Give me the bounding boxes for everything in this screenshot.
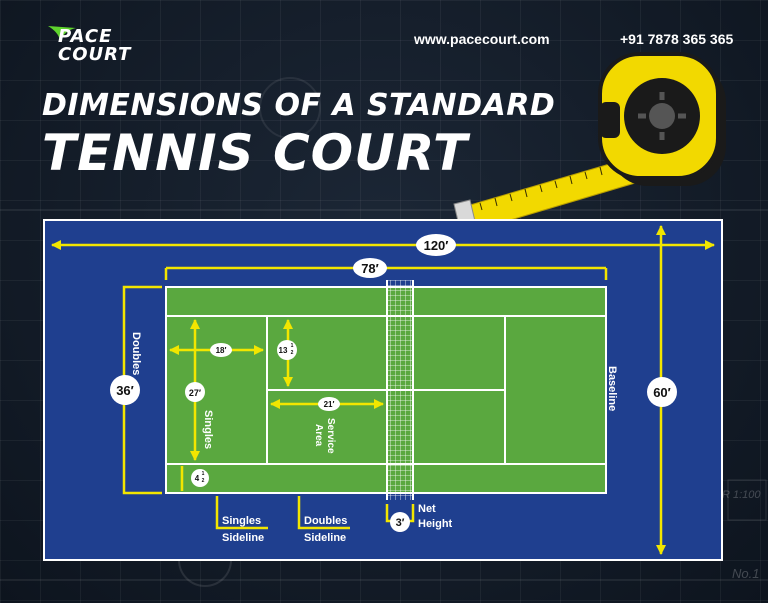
label-service-width-num: 1 xyxy=(291,343,294,349)
label-service-to-net: 21′ xyxy=(324,400,335,409)
label-baseline: Baseline xyxy=(606,366,618,411)
label-singles-sideline-1: Singles xyxy=(222,515,261,527)
label-alley-width-den: 2 xyxy=(202,478,205,484)
tape-lock-button xyxy=(600,102,620,138)
tape-center-icon xyxy=(649,103,675,129)
sheet-number-text: No.1 xyxy=(732,566,759,581)
label-doubles: Doubles xyxy=(130,332,142,375)
logo-text-top: PACE xyxy=(58,26,113,47)
label-total-length: 120′ xyxy=(424,238,449,253)
tape-ticks xyxy=(479,162,618,211)
title-line-1: DIMENSIONS OF A STANDARD xyxy=(42,88,556,123)
label-singles: Singles xyxy=(202,410,214,449)
badge-doubles-width: 36′ xyxy=(110,375,140,405)
badge-service-to-net: 21′ xyxy=(318,397,340,411)
measuring-tape-illustration xyxy=(453,52,726,239)
badge-service-width: 13 1 2 xyxy=(277,340,297,360)
tape-spokes xyxy=(638,92,686,140)
badge-total-width: 60′ xyxy=(647,377,677,407)
badge-total-length: 120′ xyxy=(416,234,456,256)
pacecourt-logo: PACE COURT xyxy=(46,24,156,70)
blueprint-circle xyxy=(259,77,321,139)
badge-alley-width: 4 1 2 xyxy=(191,469,209,487)
website-link[interactable]: www.pacecourt.com xyxy=(414,31,550,47)
pointer-singles-sideline xyxy=(215,496,268,530)
label-court-length: 78′ xyxy=(361,261,379,276)
label-alley-width: 4 xyxy=(195,474,200,483)
badge-singles-width: 27′ xyxy=(185,382,205,402)
badge-net-height: 3′ xyxy=(390,512,410,532)
phone-number[interactable]: +91 7878 365 365 xyxy=(620,31,734,47)
label-doubles-sideline-2: Sideline xyxy=(304,532,346,544)
label-baseline-to-service: 18′ xyxy=(216,346,227,355)
label-alley-width-num: 1 xyxy=(202,471,205,477)
label-service-width-den: 2 xyxy=(291,350,294,356)
label-doubles-sideline-1: Doubles xyxy=(304,515,347,527)
label-total-width: 60′ xyxy=(653,385,671,400)
label-service-area-2: Area xyxy=(313,424,324,447)
badge-baseline-to-service: 18′ xyxy=(210,343,232,357)
label-singles-sideline-2: Sideline xyxy=(222,532,264,544)
net-mesh xyxy=(387,280,413,500)
label-net-height: 3′ xyxy=(396,517,405,529)
label-service-area-1: Service xyxy=(325,418,336,454)
pointer-doubles-sideline xyxy=(297,496,350,530)
label-service-width: 13 xyxy=(279,346,288,355)
badge-court-length: 78′ xyxy=(353,258,387,278)
label-net-height-1: Net xyxy=(418,503,436,515)
scale-text: R 1:100 xyxy=(722,489,761,501)
label-doubles-width: 36′ xyxy=(116,383,134,398)
logo-swoosh-icon xyxy=(48,26,76,40)
blueprint-box xyxy=(727,479,767,521)
label-net-height-2: Height xyxy=(418,518,453,530)
label-singles-width: 27′ xyxy=(189,388,201,398)
logo-text-bottom: COURT xyxy=(58,44,132,65)
title-line-2: TENNIS COURT xyxy=(42,124,469,182)
